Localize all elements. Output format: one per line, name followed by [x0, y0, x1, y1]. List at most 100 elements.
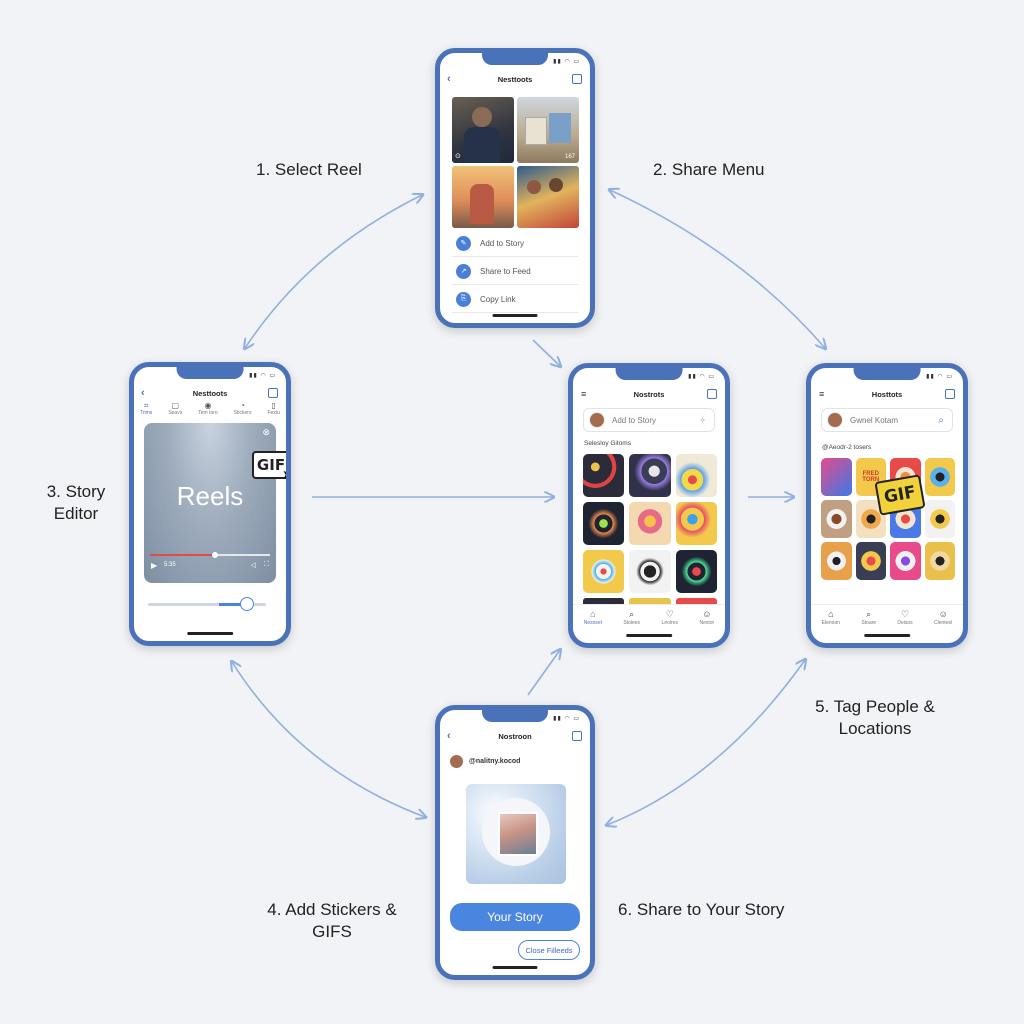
- sticker-tile[interactable]: [629, 502, 671, 545]
- menu-label: Share to Feed: [480, 266, 531, 276]
- video-preview[interactable]: Reels ⊗ ▶ 5:35 ◁ ⛶: [144, 423, 276, 583]
- sticker-tile[interactable]: [675, 502, 717, 545]
- progress-track[interactable]: [150, 552, 270, 558]
- screen-title: Nostroon: [498, 731, 532, 741]
- person-silhouette: [472, 107, 492, 127]
- calendar-icon[interactable]: [572, 731, 582, 741]
- nav-likes[interactable]: ♡Deisos: [897, 609, 912, 626]
- people-search-bar[interactable]: Gwnel Kotam ⌕: [821, 408, 953, 432]
- nav-search[interactable]: ⌕Stoiees: [623, 609, 640, 626]
- gif-sticker[interactable]: GIF: [252, 451, 286, 479]
- tool-label: Trims: [140, 410, 153, 416]
- sparkle-icon[interactable]: ✧: [699, 415, 706, 425]
- close-friends-button[interactable]: Close Filleeds: [518, 940, 580, 960]
- nav-profile[interactable]: ☺Clenteel: [934, 609, 952, 626]
- screen-title: Hosttots: [871, 389, 903, 399]
- search-icon: ⌕: [866, 608, 872, 619]
- tool-save[interactable]: ▢Seavs: [168, 401, 182, 419]
- slider-thumb[interactable]: [240, 597, 255, 611]
- calendar-icon[interactable]: [572, 74, 582, 84]
- boxes-pattern-2: [549, 113, 571, 143]
- sticker-tile[interactable]: [821, 542, 852, 580]
- back-icon[interactable]: ‹: [447, 73, 451, 85]
- your-story-button[interactable]: Your Story: [450, 903, 580, 931]
- reel-thumbnail-4[interactable]: [517, 166, 579, 228]
- phone-notch: [853, 368, 921, 380]
- sticker-tile[interactable]: [890, 542, 921, 580]
- screen-header: ‹ Nesttoots: [134, 385, 286, 401]
- group-shape-2: [549, 178, 563, 192]
- screen-title: Nostrots: [633, 389, 665, 399]
- phone-sticker-picker: ▮▮ ◠ ▭ ≡ Nostrots Add to Story ✧ Seleslo…: [568, 363, 730, 648]
- story-search-bar[interactable]: Add to Story ✧: [583, 408, 715, 432]
- reel-thumbnail-2[interactable]: 167: [517, 97, 579, 163]
- status-icons: ▮▮ ◠ ▭: [553, 59, 580, 65]
- search-icon[interactable]: ⌕: [938, 414, 944, 426]
- fullscreen-icon[interactable]: ⛶: [264, 561, 269, 568]
- menu-share-to-feed[interactable]: ↗ Share to Feed: [452, 258, 578, 285]
- sticker-tile[interactable]: [855, 542, 886, 580]
- tool-stickers[interactable]: ◔Stickers: [234, 401, 252, 419]
- sticker-tile[interactable]: [924, 542, 955, 580]
- phone-tag-people: ▮▮ ◠ ▭ ≡ Hosttots Gwnel Kotam ⌕ @Aeodr-2…: [806, 363, 968, 648]
- calendar-icon[interactable]: [707, 389, 717, 399]
- menu-icon[interactable]: ≡: [819, 389, 825, 399]
- sticker-tile[interactable]: [629, 454, 671, 497]
- calendar-icon[interactable]: [945, 389, 955, 399]
- person-body: [464, 127, 500, 163]
- back-icon[interactable]: ‹: [447, 730, 451, 742]
- sticker-tile[interactable]: [675, 454, 717, 497]
- menu-copy-link[interactable]: ⎘ Copy Link: [452, 286, 578, 313]
- reel-thumbnail-1[interactable]: ⊙: [452, 97, 514, 163]
- nav-likes[interactable]: ♡Leolres: [662, 609, 678, 626]
- nav-search[interactable]: ⌕Stoare: [861, 609, 876, 626]
- sticker-tile[interactable]: [924, 458, 955, 496]
- nav-label: Clenteel: [933, 619, 953, 626]
- home-indicator: [492, 314, 538, 317]
- calendar-icon[interactable]: [268, 388, 278, 398]
- nav-home[interactable]: ⌂Elenoon: [822, 609, 840, 626]
- menu-add-to-story[interactable]: ✎ Add to Story: [452, 230, 578, 257]
- back-icon[interactable]: ‹: [141, 387, 145, 399]
- sticker-tile[interactable]: [583, 550, 625, 593]
- nav-profile[interactable]: ☺Nestor: [699, 609, 714, 626]
- screen-title: Nesttoots: [497, 74, 533, 84]
- phone-notch: [482, 710, 548, 722]
- sticker-tile[interactable]: [629, 550, 671, 593]
- tool-trim[interactable]: ⌗Trims: [140, 401, 152, 419]
- close-icon[interactable]: ⊗: [262, 427, 270, 437]
- sticker-tile[interactable]: [821, 500, 852, 538]
- play-icon[interactable]: ⊙: [455, 153, 461, 160]
- menu-icon[interactable]: ≡: [581, 389, 587, 399]
- tool-text[interactable]: ◉Tem toro: [198, 401, 217, 419]
- status-icons: ▮▮ ◠ ▭: [553, 716, 580, 722]
- reel-thumbnail-3[interactable]: [452, 166, 514, 228]
- step-3-label: 3. Story Editor: [38, 481, 114, 525]
- progress-thumb[interactable]: [212, 552, 219, 558]
- nav-home[interactable]: ⌂Nesosel: [584, 609, 602, 626]
- step-5-label-line2: Locations: [838, 719, 912, 738]
- play-icon[interactable]: ▶: [151, 561, 158, 570]
- nav-label: Elenoon: [821, 619, 841, 626]
- tool-effects[interactable]: ▯Fextu: [267, 401, 280, 419]
- time-label: 5:35: [164, 562, 176, 568]
- heart-icon: ♡: [665, 608, 674, 619]
- volume-icon[interactable]: ◁: [250, 562, 256, 569]
- sticker-row-partial: [583, 598, 717, 604]
- thumbnail-count: 167: [564, 154, 575, 160]
- username: @nalitny.kocod: [469, 758, 521, 765]
- sticker-tile[interactable]: [583, 502, 625, 545]
- trim-icon: ⌗: [143, 401, 149, 410]
- screen-header: ‹ Nostroon: [440, 728, 590, 744]
- sticker-grid: [583, 454, 717, 593]
- slider-track[interactable]: [148, 597, 266, 611]
- sticker-tile-partial: [629, 598, 671, 604]
- sticker-tile[interactable]: [821, 458, 852, 496]
- link-icon: ⎘: [456, 291, 471, 307]
- story-preview[interactable]: [466, 784, 566, 884]
- sticker-tile[interactable]: [924, 500, 955, 538]
- sticker-tile[interactable]: [675, 550, 717, 593]
- avatar: [589, 412, 605, 428]
- bottom-nav: ⌂Nesosel ⌕Stoiees ♡Leolres ☺Nestor: [573, 604, 725, 629]
- sticker-tile[interactable]: [583, 454, 625, 497]
